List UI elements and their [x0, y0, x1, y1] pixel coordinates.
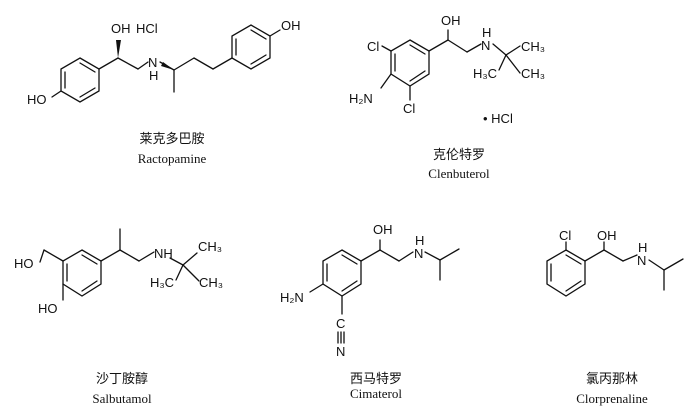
clorprenaline-n-label: N — [637, 253, 646, 268]
salbutamol-ho-top-label: HO — [14, 256, 34, 271]
clorprenaline-name-en: Clorprenaline — [576, 391, 648, 406]
ractopamine-ho-label: HO — [27, 92, 47, 107]
clenbuterol-name-cn: 克伦特罗 — [433, 148, 485, 163]
clorprenaline-h-label: H — [638, 240, 647, 255]
cimaterol-c-label: C — [336, 316, 345, 331]
salbutamol-h3c-label: H₃C — [150, 275, 174, 290]
ractopamine-h-label: H — [149, 68, 158, 83]
ractopamine-name-en: Ractopamine — [138, 151, 207, 166]
ractopamine-n-label: N — [148, 55, 157, 70]
clorprenaline-oh-label: OH — [597, 228, 617, 243]
salbutamol-ch3-a-label: CH₃ — [198, 239, 222, 254]
clenbuterol-structure: OH N H CH₃ CH₃ H₃C Cl H₂N Cl • HCl 克伦特罗 … — [349, 13, 545, 181]
clorprenaline-name-cn: 氯丙那林 — [586, 372, 638, 387]
clorprenaline-structure: Cl OH N H 氯丙那林 Clorprenaline — [546, 228, 684, 406]
salbutamol-name-cn: 沙丁胺醇 — [96, 371, 148, 387]
clenbuterol-n-label: N — [481, 38, 490, 53]
clenbuterol-hcl-label: • HCl — [483, 111, 513, 126]
ractopamine-oh-right-label: OH — [281, 18, 301, 33]
cimaterol-n-bottom-label: N — [336, 344, 345, 359]
salbutamol-name-en: Salbutamol — [92, 391, 152, 406]
salbutamol-ch3-b-label: CH₃ — [199, 275, 223, 290]
cimaterol-n-label: N — [414, 246, 423, 261]
clenbuterol-cl-bottom-label: Cl — [403, 101, 415, 116]
cimaterol-h2n-label: H₂N — [280, 290, 304, 305]
clenbuterol-h2n-label: H₂N — [349, 91, 373, 106]
clenbuterol-ch3-a-label: CH₃ — [521, 39, 545, 54]
salbutamol-nh-label: NH — [154, 246, 173, 261]
clenbuterol-h-label: H — [482, 25, 491, 40]
cimaterol-name-en: Cimaterol — [350, 386, 402, 401]
ractopamine-structure: OH HCl N H OH HO 莱克多巴胺 Ractopamine — [27, 18, 301, 166]
cimaterol-h-label: H — [415, 233, 424, 248]
salbutamol-ho-bottom-label: HO — [38, 301, 58, 316]
cimaterol-structure: OH N H H₂N C N 西马特罗 Cimaterol — [280, 222, 460, 401]
cimaterol-oh-label: OH — [373, 222, 393, 237]
clorprenaline-cl-label: Cl — [559, 228, 571, 243]
ractopamine-name-cn: 莱克多巴胺 — [139, 131, 204, 147]
clenbuterol-name-en: Clenbuterol — [428, 166, 490, 181]
clenbuterol-ch3-b-label: CH₃ — [521, 66, 545, 81]
ractopamine-oh-label: OH — [111, 21, 131, 36]
clenbuterol-cl-top-label: Cl — [367, 39, 379, 54]
cimaterol-name-cn: 西马特罗 — [350, 372, 402, 387]
clenbuterol-h3c-label: H₃C — [473, 66, 497, 81]
clenbuterol-oh-label: OH — [441, 13, 461, 28]
salbutamol-structure: HO HO NH CH₃ CH₃ H₃C 沙丁胺醇 Salbutamol — [14, 228, 223, 406]
ractopamine-hcl-label: HCl — [136, 21, 158, 36]
